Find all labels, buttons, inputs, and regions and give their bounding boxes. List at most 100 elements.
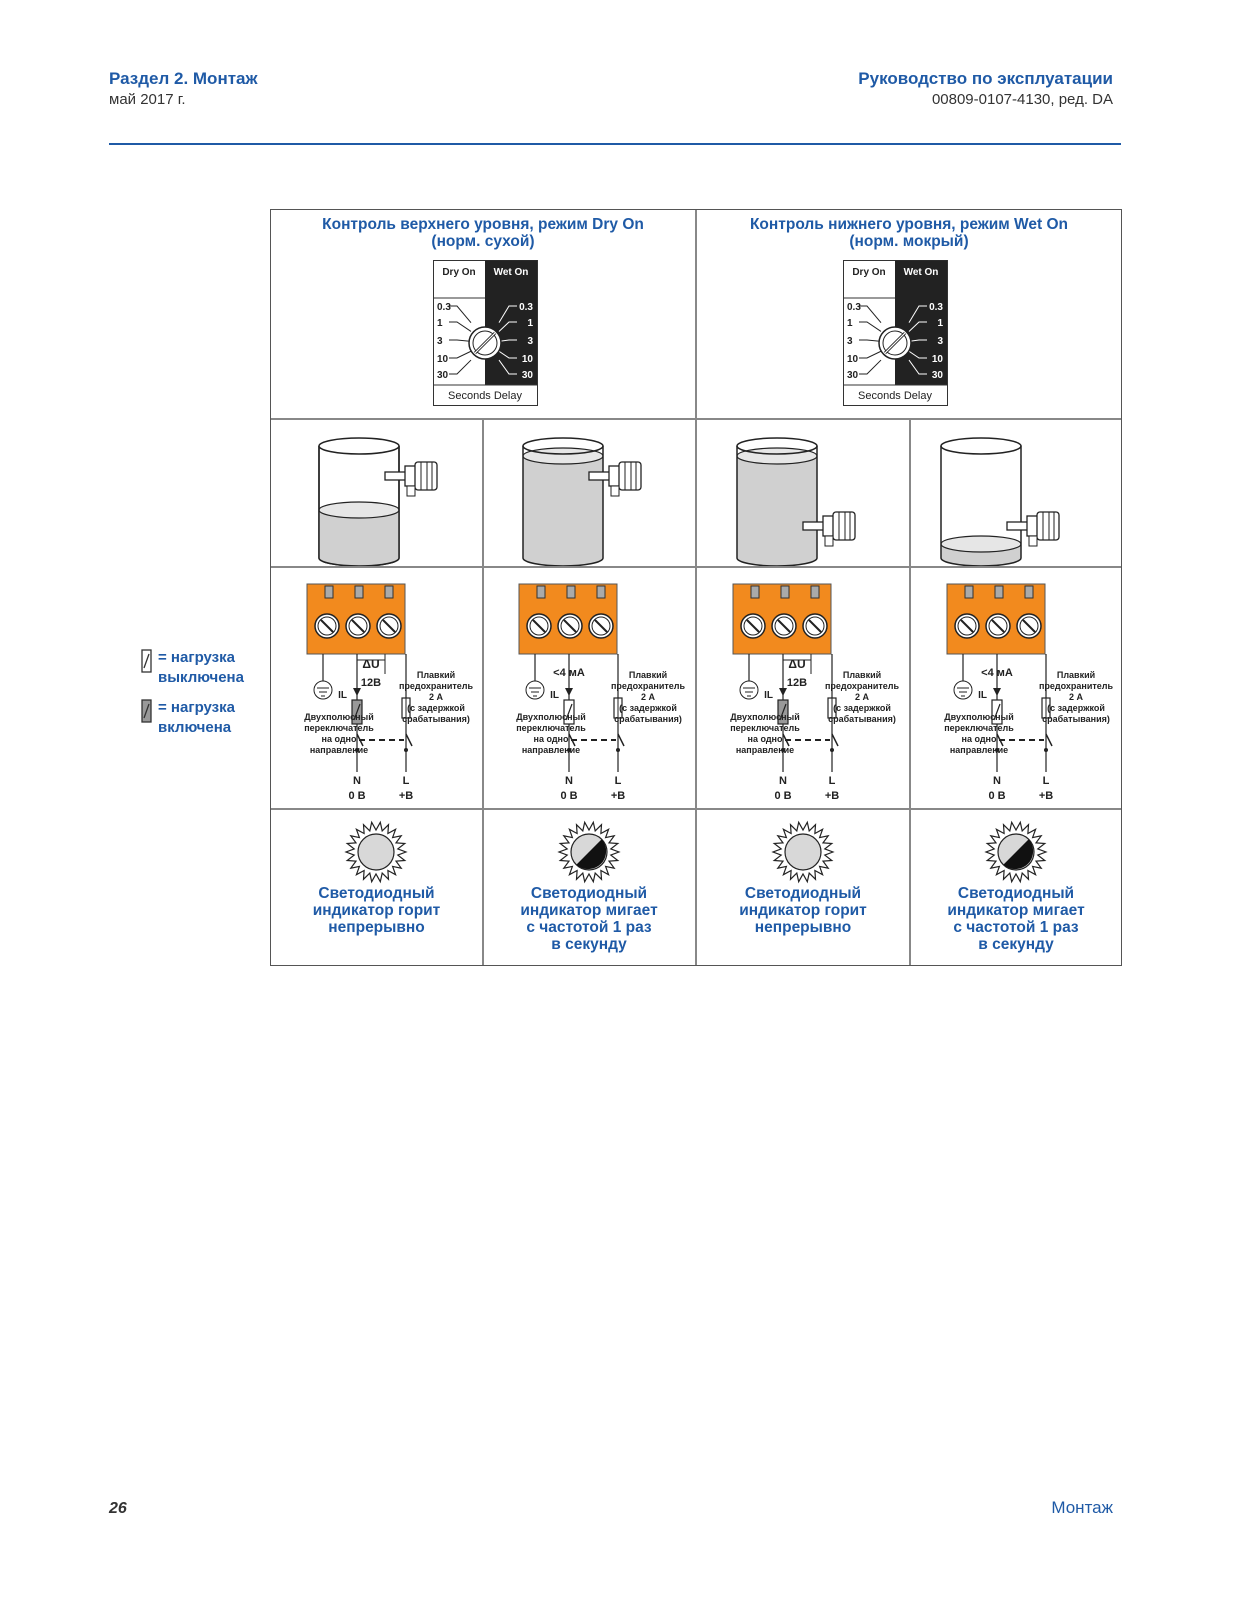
svg-text:предохранитель: предохранитель — [1039, 681, 1114, 691]
svg-text:на одно: на одно — [322, 734, 357, 744]
svg-text:12B: 12B — [787, 677, 807, 689]
legend-load-on: = нагрузка включена — [140, 698, 265, 748]
svg-text:(с задержкой: (с задержкой — [1047, 703, 1105, 713]
svg-text:10: 10 — [437, 354, 449, 365]
svg-text:L: L — [403, 775, 410, 787]
column-divider — [909, 418, 911, 965]
legend: = нагрузка выключена = нагрузка включена — [140, 648, 265, 748]
svg-text:0.3: 0.3 — [929, 302, 943, 313]
svg-text:12B: 12B — [361, 677, 381, 689]
svg-text:срабатывания): срабатывания) — [614, 714, 682, 724]
svg-text:1: 1 — [847, 318, 853, 329]
svg-text:(с задержкой: (с задержкой — [407, 703, 465, 713]
svg-text:0 В: 0 В — [774, 790, 791, 802]
svg-text:3: 3 — [847, 336, 853, 347]
svg-text:переключатель: переключатель — [944, 723, 1014, 733]
svg-text:1: 1 — [437, 318, 443, 329]
header-left: Раздел 2. Монтаж май 2017 г. — [109, 68, 258, 110]
svg-text:на одно: на одно — [534, 734, 569, 744]
svg-text:2 А: 2 А — [641, 692, 656, 702]
svg-text:предохранитель: предохранитель — [825, 681, 900, 691]
svg-text:+В: +В — [1039, 790, 1053, 802]
manual-title: Руководство по эксплуатации — [858, 69, 1113, 88]
svg-text:1: 1 — [937, 318, 943, 329]
svg-text:переключатель: переключатель — [730, 723, 800, 733]
svg-text:IL: IL — [764, 690, 773, 701]
svg-text:+В: +В — [399, 790, 413, 802]
svg-text:2 А: 2 А — [429, 692, 444, 702]
svg-text:1: 1 — [527, 318, 533, 329]
doc-date: май 2017 г. — [109, 91, 186, 108]
legend-off-line2: выключена — [158, 669, 244, 686]
svg-text:предохранитель: предохранитель — [399, 681, 474, 691]
svg-text:L: L — [615, 775, 622, 787]
svg-text:N: N — [565, 775, 573, 787]
legend-off-line1: = нагрузка — [158, 649, 235, 666]
svg-text:+В: +В — [825, 790, 839, 802]
svg-text:на одно: на одно — [962, 734, 997, 744]
led-steady-icon — [771, 820, 835, 884]
svg-text:Плавкий: Плавкий — [843, 670, 881, 680]
svg-text:предохранитель: предохранитель — [611, 681, 686, 691]
svg-text:3: 3 — [437, 336, 443, 347]
svg-text:10: 10 — [932, 354, 944, 365]
svg-text:Seconds Delay: Seconds Delay — [448, 390, 522, 402]
svg-text:Двухполюсный: Двухполюсный — [730, 712, 800, 722]
svg-text:0 В: 0 В — [988, 790, 1005, 802]
svg-text:N: N — [779, 775, 787, 787]
svg-text:направление: направление — [522, 745, 580, 755]
svg-text:N: N — [993, 775, 1001, 787]
tank-row — [318, 437, 1060, 566]
svg-text:Плавкий: Плавкий — [417, 670, 455, 680]
svg-text:Seconds Delay: Seconds Delay — [858, 390, 932, 402]
svg-text:срабатывания): срабатывания) — [1042, 714, 1110, 724]
tank-dry-on-high — [522, 437, 642, 566]
svg-text:3: 3 — [937, 336, 943, 347]
svg-text:10: 10 — [847, 354, 859, 365]
legend-load-off: = нагрузка выключена — [140, 648, 265, 698]
svg-text:2 А: 2 А — [855, 692, 870, 702]
column-divider — [482, 418, 484, 965]
svg-text:IL: IL — [338, 690, 347, 701]
svg-text:переключатель: переключатель — [516, 723, 586, 733]
svg-text:2 А: 2 А — [1069, 692, 1084, 702]
svg-text:0.3: 0.3 — [437, 302, 451, 313]
svg-text:Двухполюсный: Двухполюсный — [516, 712, 586, 722]
legend-on-line1: = нагрузка — [158, 699, 235, 716]
doc-number: 00809-0107-4130, ред. DA — [931, 91, 1113, 108]
svg-text:0 В: 0 В — [348, 790, 365, 802]
svg-text:30: 30 — [522, 370, 534, 381]
tank-dry-on-low — [318, 437, 438, 566]
svg-text:0 В: 0 В — [560, 790, 577, 802]
footer-section: Монтаж — [1051, 1498, 1113, 1517]
svg-text:ΔU: ΔU — [362, 657, 379, 671]
led-blinking-icon — [984, 820, 1048, 884]
header-right: Руководство по эксплуатации 00809-0107-4… — [858, 68, 1113, 110]
led-steady-icon — [344, 820, 408, 884]
svg-text:Двухполюсный: Двухполюсный — [944, 712, 1014, 722]
svg-text:Плавкий: Плавкий — [629, 670, 667, 680]
svg-text:10: 10 — [522, 354, 534, 365]
svg-text:Wet On: Wet On — [494, 267, 529, 278]
led-row — [344, 820, 1048, 884]
svg-text:Двухполюсный: Двухполюсный — [304, 712, 374, 722]
svg-text:30: 30 — [847, 370, 859, 381]
page-number: 26 — [109, 1500, 127, 1517]
svg-text:30: 30 — [437, 370, 449, 381]
svg-text:<4 мА: <4 мА — [553, 667, 585, 679]
svg-text:срабатывания): срабатывания) — [828, 714, 896, 724]
svg-text:Dry On: Dry On — [852, 267, 885, 278]
svg-text:30: 30 — [932, 370, 944, 381]
column-title-wet-on: Контроль нижнего уровня, режим Wet On (н… — [749, 216, 1069, 250]
legend-on-line2: включена — [158, 719, 232, 736]
svg-text:L: L — [1043, 775, 1050, 787]
